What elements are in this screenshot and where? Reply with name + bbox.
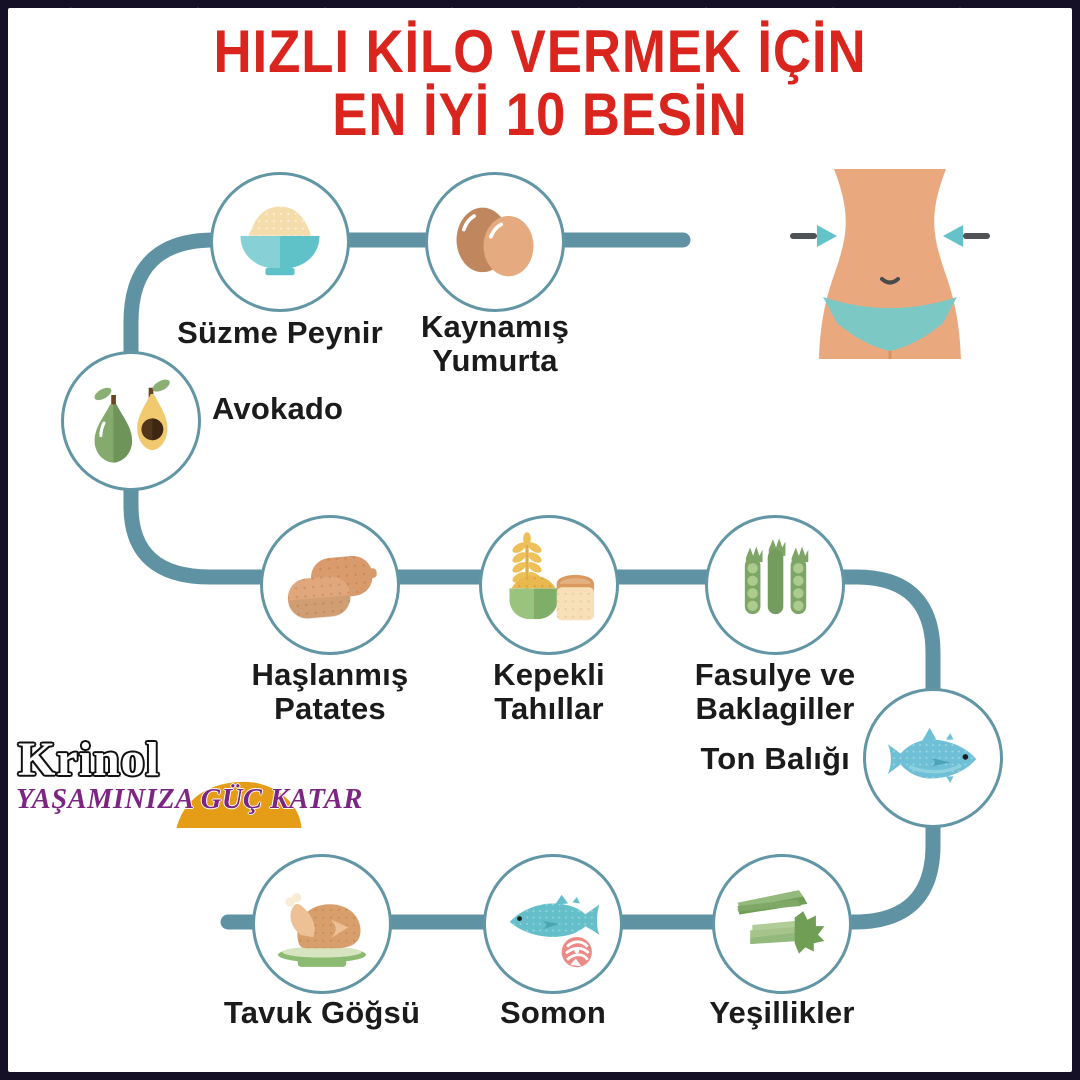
boiled-potatoes-icon (287, 555, 377, 620)
node-fasulye-baklagiller (705, 515, 845, 655)
page-title: HIZLI KİLO VERMEK İÇİN EN İYİ 10 BESİN (0, 20, 1080, 146)
arrow-left-icon (790, 225, 837, 247)
salmon-icon (509, 894, 600, 968)
whole-grains-icon (509, 532, 595, 621)
node-kepekli-tahillar (479, 515, 619, 655)
krinol-logo: Krinol YAŞAMINIZA GÜÇ KATAR (14, 732, 362, 831)
label-tavuk-gogsu: Tavuk Göğsü (223, 995, 421, 1030)
label-avokado: Avokado (212, 391, 344, 426)
beans-legumes-icon (744, 538, 809, 615)
node-yesillikler (712, 854, 852, 994)
label-fasulye-baklagiller: Fasulye ve Baklagiller (694, 657, 856, 727)
node-avokado (61, 351, 201, 491)
logo-dome-shape (176, 781, 302, 828)
label-suzme-peynir: Süzme Peynir (177, 315, 383, 350)
label-kaynamis-yumurta: Kaynamış Yumurta (420, 309, 570, 379)
node-haslanmis-patates (260, 515, 400, 655)
tuna-fish-icon (887, 727, 977, 783)
label-somon: Somon (499, 995, 607, 1030)
label-kepekli-tahillar: Kepekli Tahıllar (493, 657, 605, 727)
title-line-1: HIZLI KİLO VERMEK İÇİN (213, 18, 867, 85)
roast-chicken-icon (278, 892, 366, 967)
slim-waist-illustration (790, 169, 990, 359)
label-ton-baligi: Ton Balığı (700, 741, 850, 776)
label-haslanmis-patates: Haşlanmış Patates (251, 657, 409, 727)
avocado-icon (94, 379, 170, 463)
node-suzme-peynir (210, 172, 350, 312)
node-tavuk-gogsu (252, 854, 392, 994)
node-somon (483, 854, 623, 994)
leafy-greens-icon (737, 890, 825, 954)
logo-name: Krinol (17, 732, 161, 788)
label-yesillikler: Yeşillikler (709, 995, 855, 1030)
arrow-right-icon (943, 225, 990, 247)
cheese-bowl-icon (240, 206, 320, 276)
node-kaynamis-yumurta (425, 172, 565, 312)
title-line-2: EN İYİ 10 BESİN (332, 81, 748, 148)
node-ton-baligi (863, 688, 1003, 828)
logo-tagline: YAŞAMINIZA GÜÇ KATAR (16, 784, 363, 815)
boiled-eggs-icon (456, 207, 534, 277)
